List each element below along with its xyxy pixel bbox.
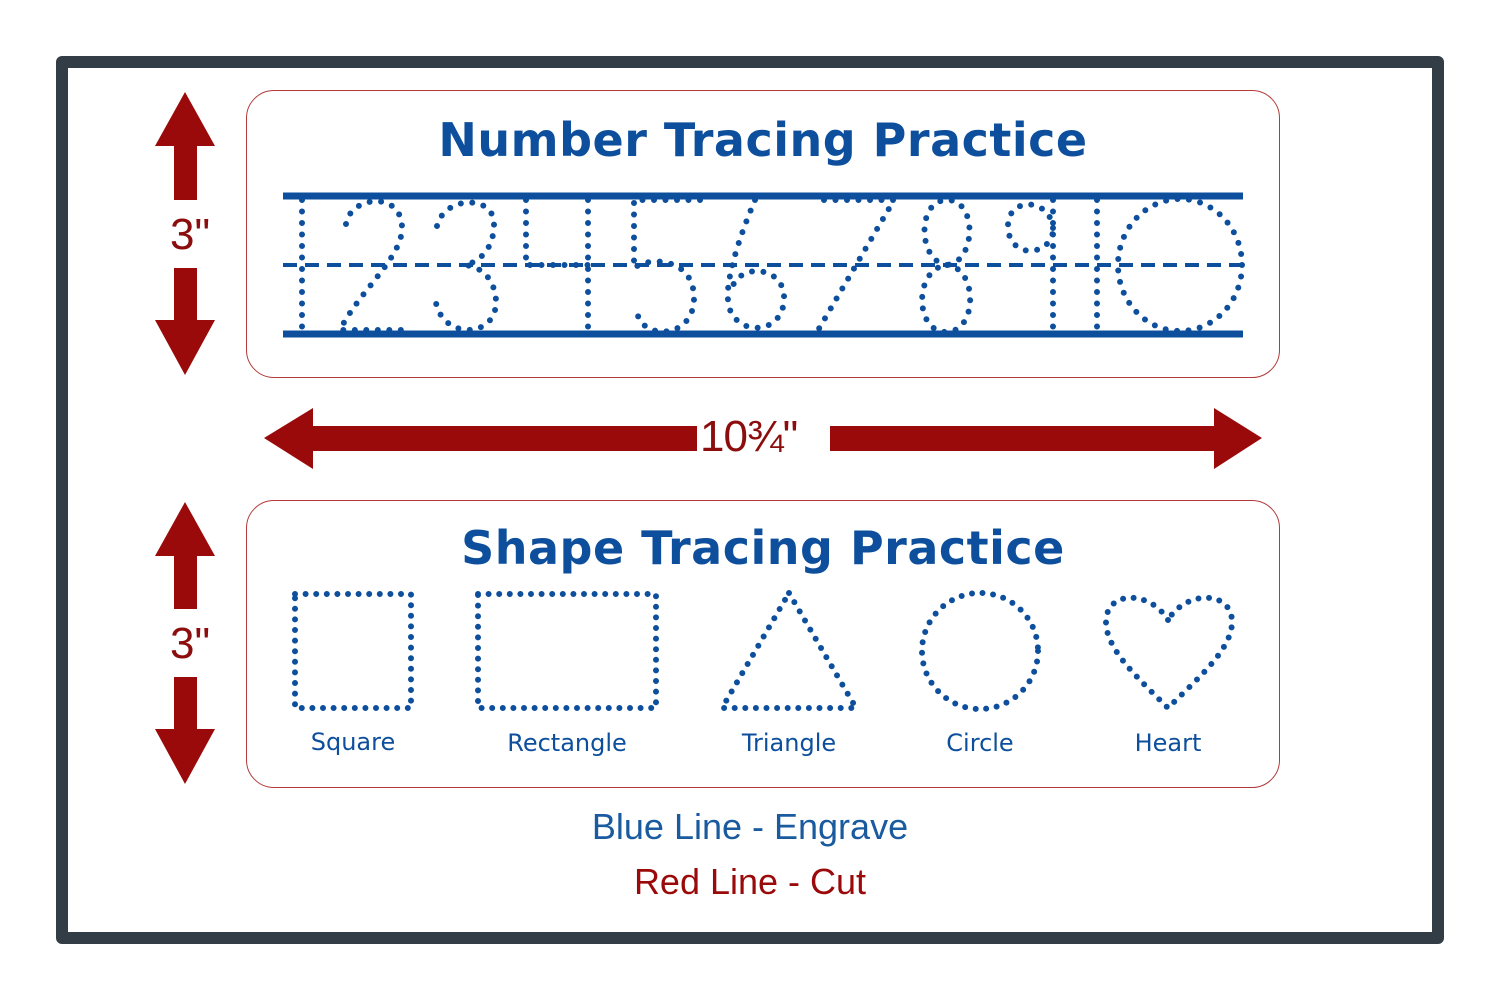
triangle-shape xyxy=(716,587,862,711)
number-panel-height-label: 3" xyxy=(170,210,211,259)
circle-shape xyxy=(919,590,1041,712)
heart-shape xyxy=(1102,594,1236,713)
number-tracing-panel: Number Tracing Practice xyxy=(246,90,1280,378)
number-panel-title: Number Tracing Practice xyxy=(438,113,1088,167)
digit-8 xyxy=(919,196,974,336)
digit-7 xyxy=(814,197,900,335)
legend-cut: Red Line - Cut xyxy=(633,861,867,902)
down-arrow-icon xyxy=(155,677,215,784)
up-arrow-icon xyxy=(155,92,215,200)
down-arrow-icon xyxy=(155,268,215,375)
digit-6 xyxy=(724,197,788,331)
shape-label-triangle: Triangle xyxy=(741,729,837,757)
width-dimension-label: 10¾" xyxy=(700,412,798,461)
number-guide-lines xyxy=(283,192,1243,338)
shape-panel-height-label: 3" xyxy=(170,619,211,668)
up-arrow-icon xyxy=(155,502,215,609)
digit-5 xyxy=(631,197,703,335)
dimension-arrows xyxy=(155,92,1262,784)
left-arrow-icon xyxy=(264,408,697,469)
shape-label-heart: Heart xyxy=(1134,729,1202,757)
digit-9 xyxy=(1004,197,1056,335)
shape-label-square: Square xyxy=(310,728,396,756)
digit-2 xyxy=(335,198,411,333)
square-shape xyxy=(292,591,414,711)
dotted-digits xyxy=(299,196,1245,336)
right-arrow-icon xyxy=(830,408,1262,469)
shape-tracing-panel: Shape Tracing Practice xyxy=(246,500,1280,788)
shape-panel-title: Shape Tracing Practice xyxy=(461,521,1065,575)
shape-label-rectangle: Rectangle xyxy=(507,729,627,757)
dotted-shapes xyxy=(292,587,1236,713)
digit-10-zero xyxy=(1115,196,1245,334)
rectangle-shape xyxy=(475,591,659,711)
legend-engrave: Blue Line - Engrave xyxy=(591,806,909,847)
digit-4 xyxy=(523,197,593,335)
shape-label-circle: Circle xyxy=(946,729,1014,757)
